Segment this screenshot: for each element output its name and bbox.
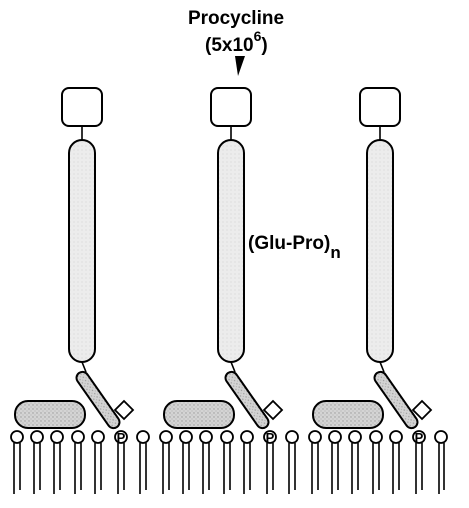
lipid-headgroup	[31, 431, 43, 443]
lipid-headgroup	[160, 431, 172, 443]
molecule-3: P	[309, 88, 447, 494]
procycline-count-label: (5x106)	[205, 28, 268, 56]
glu-pro-base: (Glu-Pro)	[248, 233, 330, 254]
linker	[82, 362, 86, 372]
glycan-oval	[164, 401, 234, 428]
linker	[231, 362, 235, 372]
lipid-headgroup	[200, 431, 212, 443]
glycan-oval	[15, 401, 85, 428]
glu-pro-rod	[69, 140, 95, 362]
head-domain	[360, 88, 400, 126]
glycan-oval	[313, 401, 383, 428]
lipid-headgroup	[137, 431, 149, 443]
procycline-count-base: (5x10	[205, 35, 254, 56]
phosphate-label: P	[266, 430, 275, 445]
lipid-headgroup	[221, 431, 233, 443]
pointer-arrow	[235, 56, 245, 76]
procycline-label: Procycline	[188, 8, 284, 29]
lipid-headgroup	[435, 431, 447, 443]
lipid-headgroup	[51, 431, 63, 443]
glu-pro-rod	[367, 140, 393, 362]
procycline-count-close: )	[261, 35, 267, 56]
lipid-headgroup	[309, 431, 321, 443]
procycline-count-exponent: 6	[254, 28, 262, 44]
lipid-headgroup	[349, 431, 361, 443]
phosphate-label: P	[117, 430, 126, 445]
phosphate-label: P	[415, 430, 424, 445]
lipid-headgroup	[180, 431, 192, 443]
head-domain	[211, 88, 251, 126]
glu-pro-subscript: n	[330, 243, 340, 262]
lipid-headgroup	[72, 431, 84, 443]
glu-pro-rod	[218, 140, 244, 362]
molecule-1: P	[11, 88, 149, 494]
lipid-headgroup	[92, 431, 104, 443]
glu-pro-repeat-label: (Glu-Pro)n	[248, 233, 341, 262]
lipid-headgroup	[241, 431, 253, 443]
lipid-headgroup	[390, 431, 402, 443]
lipid-headgroup	[370, 431, 382, 443]
lipid-headgroup	[329, 431, 341, 443]
lipid-headgroup	[286, 431, 298, 443]
lipid-headgroup	[11, 431, 23, 443]
linker	[380, 362, 384, 372]
molecule-2: P	[160, 88, 298, 494]
head-domain	[62, 88, 102, 126]
